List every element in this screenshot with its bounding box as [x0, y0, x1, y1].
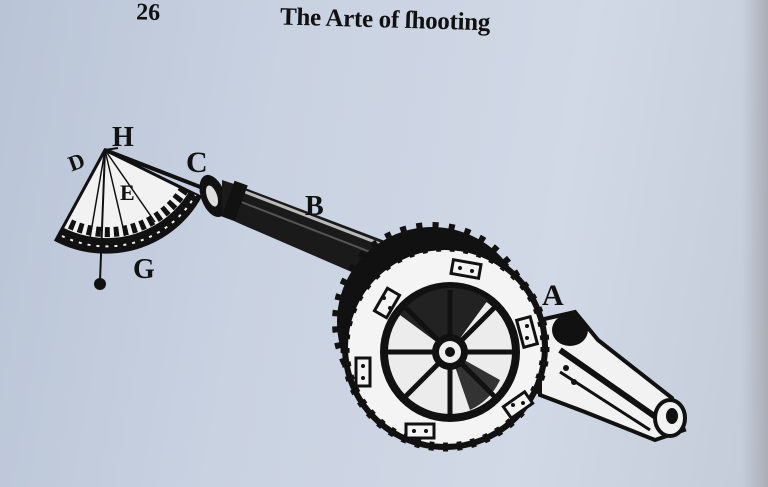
label-d: D — [65, 147, 88, 176]
label-c: C — [186, 146, 208, 179]
plumb-bob — [94, 278, 106, 290]
label-g: G — [133, 254, 155, 285]
page-gutter-shadow — [742, 0, 768, 487]
label-b: B — [305, 191, 324, 222]
gunners-quadrant — [53, 147, 209, 290]
plumb-line — [99, 149, 106, 282]
carriage-trail — [538, 309, 687, 443]
label-a: A — [542, 279, 564, 312]
carriage-wheel — [332, 222, 550, 452]
label-h: H — [112, 122, 134, 153]
label-e: E — [120, 180, 135, 205]
